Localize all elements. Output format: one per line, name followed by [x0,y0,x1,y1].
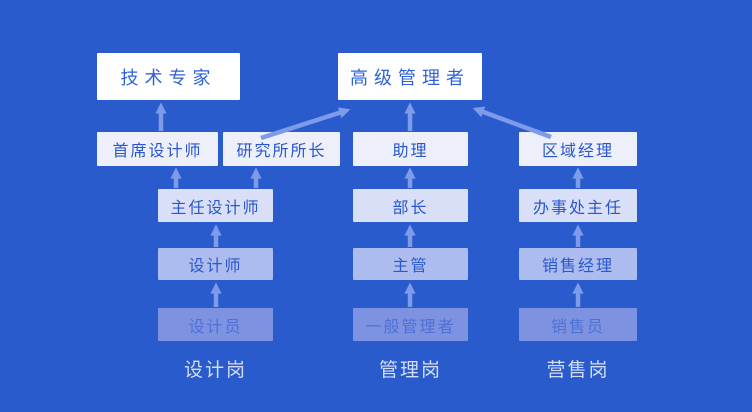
node-regional-manager: 区域经理 [519,132,637,166]
node-general-manager: 一般管理者 [353,308,468,341]
node-tech-expert: 技术专家 [97,53,240,100]
node-supervisor: 主管 [353,248,468,280]
node-director-designer: 主任设计师 [158,189,273,222]
node-senior-manager: 高级管理者 [338,53,482,100]
node-designer: 设计师 [158,248,273,280]
node-chief-designer: 首席设计师 [97,132,218,166]
node-department-head: 部长 [353,189,468,222]
node-office-director: 办事处主任 [519,189,637,222]
node-design-staff: 设计员 [158,308,273,341]
column-label-design: 设计岗 [183,359,247,381]
node-assistant: 助理 [353,132,468,166]
node-institute-director: 研究所所长 [223,132,340,166]
column-label-sales: 营售岗 [546,359,610,381]
node-salesperson: 销售员 [519,308,637,341]
node-sales-manager: 销售经理 [519,248,637,280]
column-label-management: 管理岗 [378,359,442,381]
